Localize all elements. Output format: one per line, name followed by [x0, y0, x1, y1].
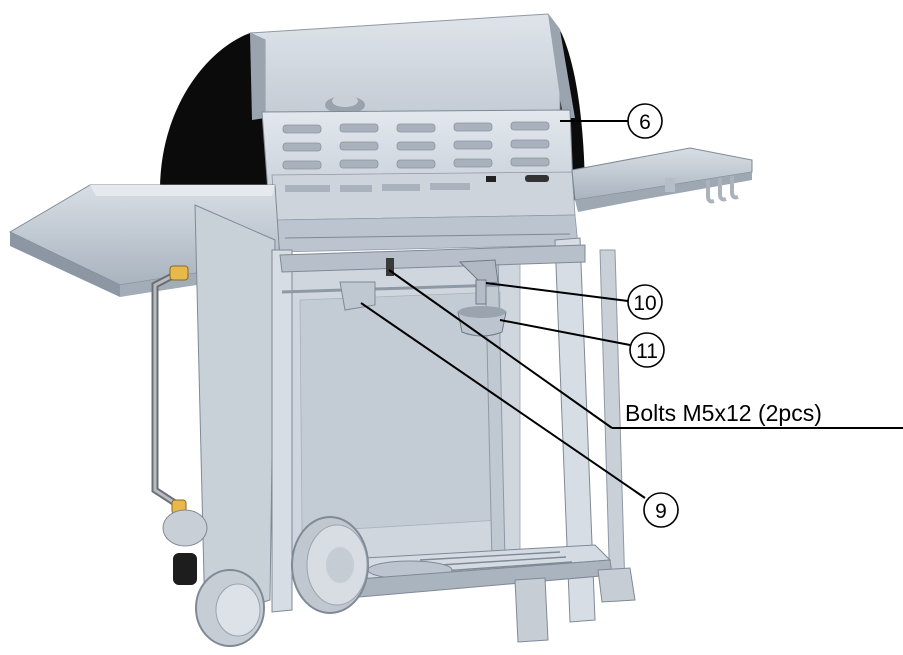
gas-hose [151, 265, 208, 585]
large-wheel [291, 516, 369, 614]
callout-9: 9 [643, 492, 679, 528]
front-leg-left [271, 249, 293, 613]
callout-6: 6 [627, 103, 663, 139]
callout-label-9: 9 [655, 500, 667, 523]
callout-11: 11 [629, 332, 665, 368]
support-rod [281, 283, 501, 294]
callout-label-10: 10 [633, 292, 656, 315]
small-wheel [195, 569, 265, 647]
leader-lines [360, 120, 903, 499]
cart-left-panel [194, 204, 276, 621]
lid-top-panel [249, 13, 561, 119]
callout-10: 10 [627, 284, 663, 320]
grease-tray-bracket [458, 259, 499, 285]
bolts-label: Bolts M5x12 (2pcs) [625, 400, 822, 426]
tool-hooks [706, 176, 739, 204]
vent-slots [282, 121, 550, 170]
callout-label-6: 6 [639, 111, 651, 134]
front-leg-right [554, 237, 596, 623]
callout-label-11: 11 [636, 340, 658, 363]
